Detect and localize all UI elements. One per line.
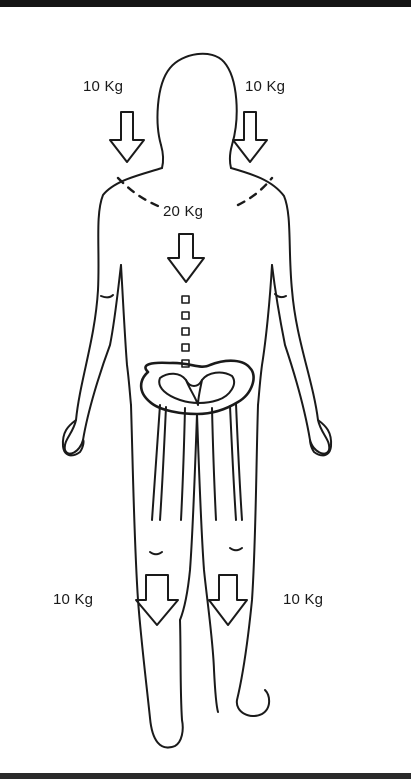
label-left-shoulder: 10 Kg bbox=[83, 78, 123, 95]
vertebra-2 bbox=[182, 312, 189, 319]
left-leg-strap-2 bbox=[160, 407, 166, 520]
right-leg-outer bbox=[237, 405, 269, 716]
label-trunk: 20 Kg bbox=[163, 203, 203, 220]
right-leg-inner bbox=[197, 414, 218, 712]
torso-left-outline bbox=[65, 168, 162, 454]
left-waist bbox=[121, 265, 131, 405]
label-right-shoulder: 10 Kg bbox=[245, 78, 285, 95]
arrow-right-leg bbox=[209, 575, 247, 625]
label-right-leg: 10 Kg bbox=[283, 591, 323, 608]
left-leg-inner bbox=[180, 414, 197, 620]
right-waist bbox=[258, 265, 272, 405]
label-left-leg: 10 Kg bbox=[53, 591, 93, 608]
left-knee-mark bbox=[150, 552, 162, 554]
left-shoulder-dash bbox=[118, 178, 158, 206]
arrow-right-shoulder bbox=[233, 112, 267, 162]
left-elbow-mark bbox=[101, 295, 113, 297]
vertebra-4 bbox=[182, 344, 189, 351]
pelvis-inner bbox=[159, 373, 234, 403]
neck-left bbox=[161, 145, 163, 168]
right-leg-strap-1 bbox=[212, 408, 216, 520]
vertebra-1 bbox=[182, 296, 189, 303]
vertebra-3 bbox=[182, 328, 189, 335]
right-leg-strap-3 bbox=[236, 404, 242, 520]
head-outline bbox=[158, 54, 237, 168]
left-leg-strap-3 bbox=[181, 408, 185, 520]
right-knee-mark bbox=[230, 548, 242, 550]
inner-arm-right bbox=[272, 265, 310, 440]
torso-right-outline bbox=[231, 168, 329, 454]
right-elbow-mark bbox=[275, 294, 286, 297]
left-leg-strap-1 bbox=[152, 405, 160, 520]
arrow-left-shoulder bbox=[110, 112, 144, 162]
right-leg-strap-2 bbox=[230, 406, 236, 520]
arrow-trunk bbox=[168, 234, 204, 282]
arrow-left-leg bbox=[136, 575, 178, 625]
bottom-rule bbox=[0, 773, 411, 779]
